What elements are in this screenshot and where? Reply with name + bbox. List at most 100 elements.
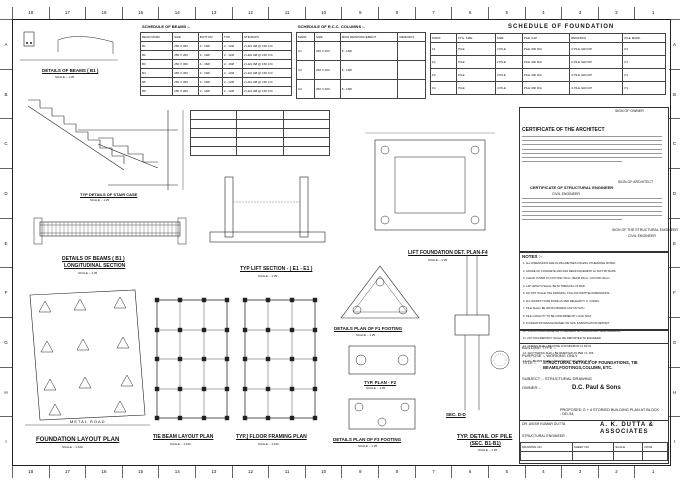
beam-col-header: BOTTOM bbox=[197, 32, 223, 42]
pile-detail-label: TYP. DETAIL OF PILE bbox=[457, 434, 513, 440]
foundation-cell-cap: PILE 300 DIA bbox=[521, 55, 571, 69]
drawing-frame bbox=[12, 19, 671, 466]
grid-number: 14 bbox=[158, 466, 195, 478]
column-mark bbox=[177, 415, 183, 421]
grid-number: 13 bbox=[195, 466, 232, 478]
foundation-cell-remarks: 3 PILE GROUP bbox=[569, 42, 624, 56]
beam-cell-mark: B5 bbox=[139, 77, 174, 87]
lift-scale: SCALE :- 1:25 bbox=[258, 274, 278, 278]
engineer-sign-sub: CIVIL ENGINEER bbox=[628, 234, 656, 238]
column-cell-remarks bbox=[397, 79, 426, 99]
grid-number: 16 bbox=[85, 7, 122, 19]
foundation-schedule-table: MARK FTG. SIZE SIZE PILE CAP REMARKS PIL… bbox=[429, 33, 666, 95]
column-mark bbox=[242, 415, 248, 421]
foundation-cell-mark: F2 bbox=[429, 55, 458, 69]
scale-label: SCALE bbox=[613, 442, 644, 452]
foundation-col-header: FTG. SIZE bbox=[456, 33, 496, 43]
foundation-cell-size: 3 PILE bbox=[494, 68, 523, 82]
grid-number: 8 bbox=[378, 466, 415, 478]
beam-detail-label: DETAILS OF BEAMS ( B1 ) bbox=[42, 68, 99, 73]
column-mark bbox=[242, 327, 248, 333]
foundation-cell-remarks: 3 PILE GROUP bbox=[569, 68, 624, 82]
pile-section bbox=[454, 255, 510, 410]
footing-mark bbox=[38, 300, 52, 313]
column-mark bbox=[265, 386, 271, 392]
foundation-schedule-title: SCHEDULE OF FOUNDATION bbox=[508, 24, 615, 30]
grid-number: 3 bbox=[561, 7, 598, 19]
column-col-header: REMARKS bbox=[397, 32, 426, 42]
grid-letter: A bbox=[669, 19, 680, 69]
grid-number: 4 bbox=[524, 466, 562, 478]
beam-section-sketch bbox=[20, 31, 118, 61]
grid-letter: A bbox=[0, 19, 12, 69]
floor-framing-plan bbox=[242, 297, 318, 421]
column-mark bbox=[154, 327, 160, 333]
beam-cell-size: 250 X 450 bbox=[172, 50, 199, 60]
stair-section bbox=[27, 99, 184, 190]
column-cell-remarks bbox=[397, 41, 426, 61]
column-mark bbox=[224, 415, 230, 421]
grid-number: 3 bbox=[561, 466, 598, 478]
note-item: 4. LAP LENGTH SHALL BE 50 TIMES DIA OF B… bbox=[523, 284, 586, 288]
beam-cell-size: 250 X 450 bbox=[172, 59, 199, 69]
note-item: 9. FOUNDATION DESIGN BASED ON SOIL INVES… bbox=[523, 322, 610, 325]
grid-number: 12 bbox=[231, 466, 269, 478]
note-item: 12. CURING SHALL BE DONE FOR MINIMUM 14 … bbox=[523, 344, 592, 348]
beam-cell-size: 250 X 450 bbox=[172, 68, 199, 78]
beam-cell-bottom: 3 - 16Ø bbox=[197, 50, 223, 60]
column-mark bbox=[289, 386, 295, 392]
beam-cell-mark: B3 bbox=[139, 59, 174, 69]
grid-letter: B bbox=[0, 68, 12, 119]
drawing-info-table: DRAWING NO SHEET NO SCALE DATE bbox=[520, 442, 668, 461]
pile-detail-sublabel: (SEC. B1-B1) bbox=[470, 441, 501, 447]
text-line bbox=[522, 218, 622, 220]
grid-letter: F bbox=[669, 267, 680, 317]
footing-mark bbox=[120, 374, 134, 387]
column-mark bbox=[154, 356, 160, 362]
text-line bbox=[522, 161, 622, 163]
beam-col-header: SIZE bbox=[172, 32, 199, 42]
foundation-cell-ftg: PILE bbox=[456, 81, 496, 95]
grid-number: 18 bbox=[12, 466, 49, 478]
note-item: 5. DO NOT SCALE THE DRAWING, FOLLOW WRIT… bbox=[523, 292, 611, 295]
column-mark bbox=[265, 356, 271, 362]
footing-mark bbox=[43, 378, 57, 391]
beam-schedule-title: SCHEDULE OF BEAMS :- bbox=[142, 24, 190, 29]
column-mark bbox=[154, 386, 160, 392]
project-name: PROPOSED G + 4 STORIED BUILDING PLAN AT … bbox=[560, 408, 660, 417]
foundation-cell-mark: F1 bbox=[429, 42, 458, 56]
purpose: PURPOSE :- WORKING ONLY bbox=[522, 353, 578, 358]
engineer-cert-title: CERTIFICATE OF STRUCTURAL ENGINEER bbox=[530, 185, 614, 190]
column-mark bbox=[201, 386, 207, 392]
note-item: 6. ALL WORKS TO BE DONE AS PER RELEVANT … bbox=[523, 299, 600, 303]
owner-name: D.C. Paul & Sons bbox=[572, 385, 621, 391]
revision-table bbox=[519, 330, 669, 344]
f1-scale: SCALE :- 1:25 bbox=[356, 333, 376, 337]
column-mark bbox=[312, 327, 318, 333]
tie-beam-scale: SCALE :- 1:100 bbox=[170, 442, 191, 446]
beam-cell-bottom: 3 - 16Ø bbox=[197, 86, 223, 96]
beam-cell-size: 250 X 450 bbox=[172, 77, 199, 87]
grid-number: 14 bbox=[158, 7, 195, 19]
notes-title: NOTES :- bbox=[522, 254, 542, 259]
beam-cell-bottom: 3 - 16Ø bbox=[197, 41, 223, 51]
title-label: TITLE :- bbox=[522, 360, 537, 365]
f2-scale: SCALE :- 1:25 bbox=[366, 386, 386, 390]
date-label: DATE bbox=[642, 442, 668, 452]
grid-letter: I bbox=[0, 416, 12, 466]
column-mark bbox=[224, 386, 230, 392]
grid-letter: E bbox=[0, 217, 12, 268]
footing-mark bbox=[40, 340, 54, 353]
column-cell-size: 250 X 400 bbox=[313, 60, 341, 80]
foundation-cell-pile: P1 bbox=[622, 55, 666, 69]
foundation-cell-ftg: PILE bbox=[456, 68, 496, 82]
foundation-col-header: SIZE bbox=[494, 33, 523, 43]
grid-number: 1 bbox=[634, 466, 671, 478]
beam-cell-stirrups: 2 LEG 8Ø @ 150 C/C bbox=[241, 41, 293, 51]
column-mark bbox=[224, 327, 230, 333]
